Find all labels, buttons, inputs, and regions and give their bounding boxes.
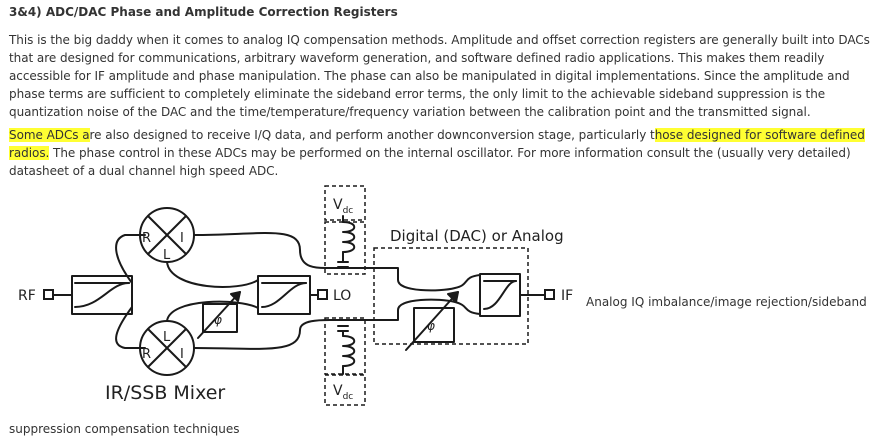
top-mixer-i: I [180, 231, 184, 246]
intro-paragraph: This is the big daddy when it comes to a… [9, 33, 870, 119]
phase-symbol-right: φ [427, 319, 435, 333]
top-mixer-l: L [163, 248, 171, 263]
digital-analog-label: Digital (DAC) or Analog [390, 227, 564, 245]
rf-label: RF [18, 288, 36, 304]
footer-caption: suppression compensation techniques [9, 422, 240, 436]
mixer-label: IR/SSB Mixer [105, 382, 225, 404]
iq-mixer-diagram: RF LO IF Vdc Vdc Digital (DAC) or Analog… [18, 185, 573, 406]
lo-label: LO [333, 288, 351, 304]
rf-port [43, 289, 54, 300]
top-mixer-r: R [142, 231, 151, 246]
paragraph-text-part2: The phase control in these ADCs may be p… [9, 146, 851, 178]
adc-paragraph: Some ADCs are also designed to receive I… [9, 126, 879, 180]
if-port [544, 289, 555, 300]
image-caption: Analog IQ imbalance/image rejection/side… [586, 295, 867, 309]
section-heading: 3&4) ADC/DAC Phase and Amplitude Correct… [9, 5, 398, 19]
lo-port [317, 289, 328, 300]
bottom-mixer-i: I [180, 347, 184, 362]
highlight-some-adcs: Some ADCs a [9, 128, 90, 142]
if-label: IF [561, 288, 573, 304]
vdc-top-label: Vdc [333, 197, 353, 216]
phase-symbol-left: φ [214, 313, 222, 327]
paragraph-text-part1: re also designed to receive I/Q data, an… [89, 128, 655, 142]
vdc-bottom-label: Vdc [333, 383, 353, 402]
bottom-mixer-l: L [163, 330, 171, 345]
bottom-mixer-r: R [142, 347, 151, 362]
